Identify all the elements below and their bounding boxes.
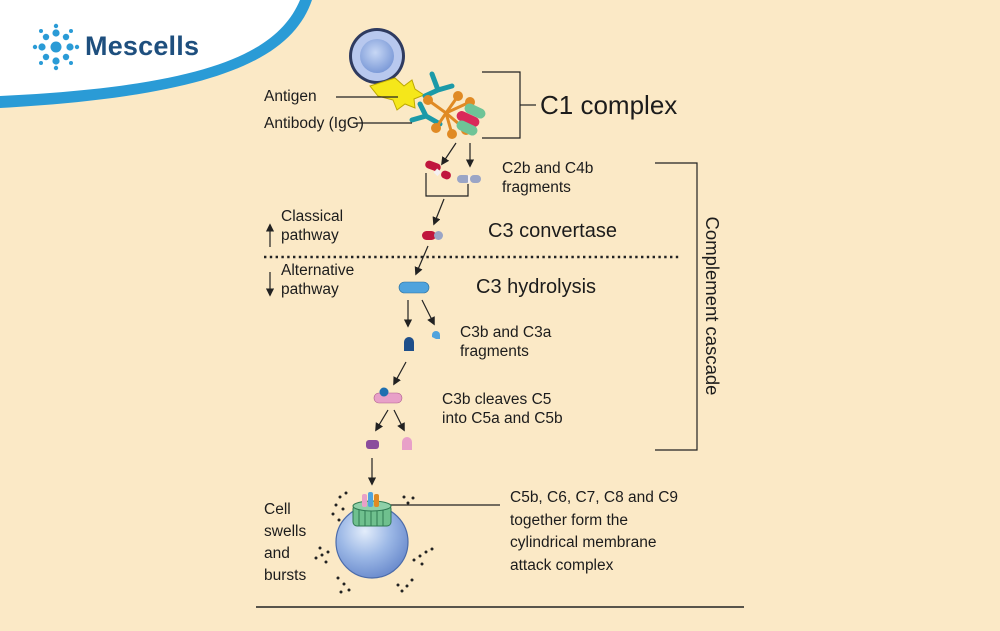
label-c3b-cleaves-c5: C3b cleaves C5 into C5a and C5b <box>442 391 563 428</box>
label-c1-complex: C1 complex <box>540 90 678 120</box>
label-alternative-pathway: Alternative pathway <box>281 262 355 299</box>
b-cell <box>349 28 405 84</box>
c1-complex-shape <box>423 91 486 139</box>
label-c3b-c3a: C3b and C3a fragments <box>460 324 552 361</box>
label-c3-hydrolysis: C3 hydrolysis <box>476 276 597 298</box>
cell-cluster-icon <box>32 23 80 71</box>
antibody-shapes <box>409 71 455 127</box>
header-swoosh <box>0 0 312 108</box>
label-membrane-attack-complex: C5b, C6, C7, C8 and C9 together form the… <box>510 489 679 574</box>
brand-name: Mescells <box>85 31 200 61</box>
label-c2b-c4b: C2b and C4b fragments <box>502 160 594 197</box>
label-antibody: Antibody (IgG) <box>264 115 364 132</box>
c3b-c3a-fragments <box>404 331 440 351</box>
label-cell-swells: Cell swells and bursts <box>264 501 307 584</box>
pointer-lines <box>336 71 698 506</box>
antigen-shape <box>369 77 426 111</box>
cascade-arrows <box>367 142 475 486</box>
cell-burst-particles <box>314 491 434 594</box>
c3-hydrolysis-shape <box>398 281 430 294</box>
c2b-c4b-fragments <box>425 160 481 183</box>
label-antigen: Antigen <box>264 88 317 105</box>
label-classical-pathway: Classical pathway <box>281 208 344 245</box>
membrane-attack-complex <box>352 492 392 527</box>
c3-convertase-shape <box>422 231 443 240</box>
label-c3-convertase: C3 convertase <box>488 220 617 242</box>
c3b-c5-shape <box>373 387 403 404</box>
label-complement-cascade: Complement cascade <box>702 216 723 396</box>
c5a-c5b-fragments <box>366 437 412 450</box>
